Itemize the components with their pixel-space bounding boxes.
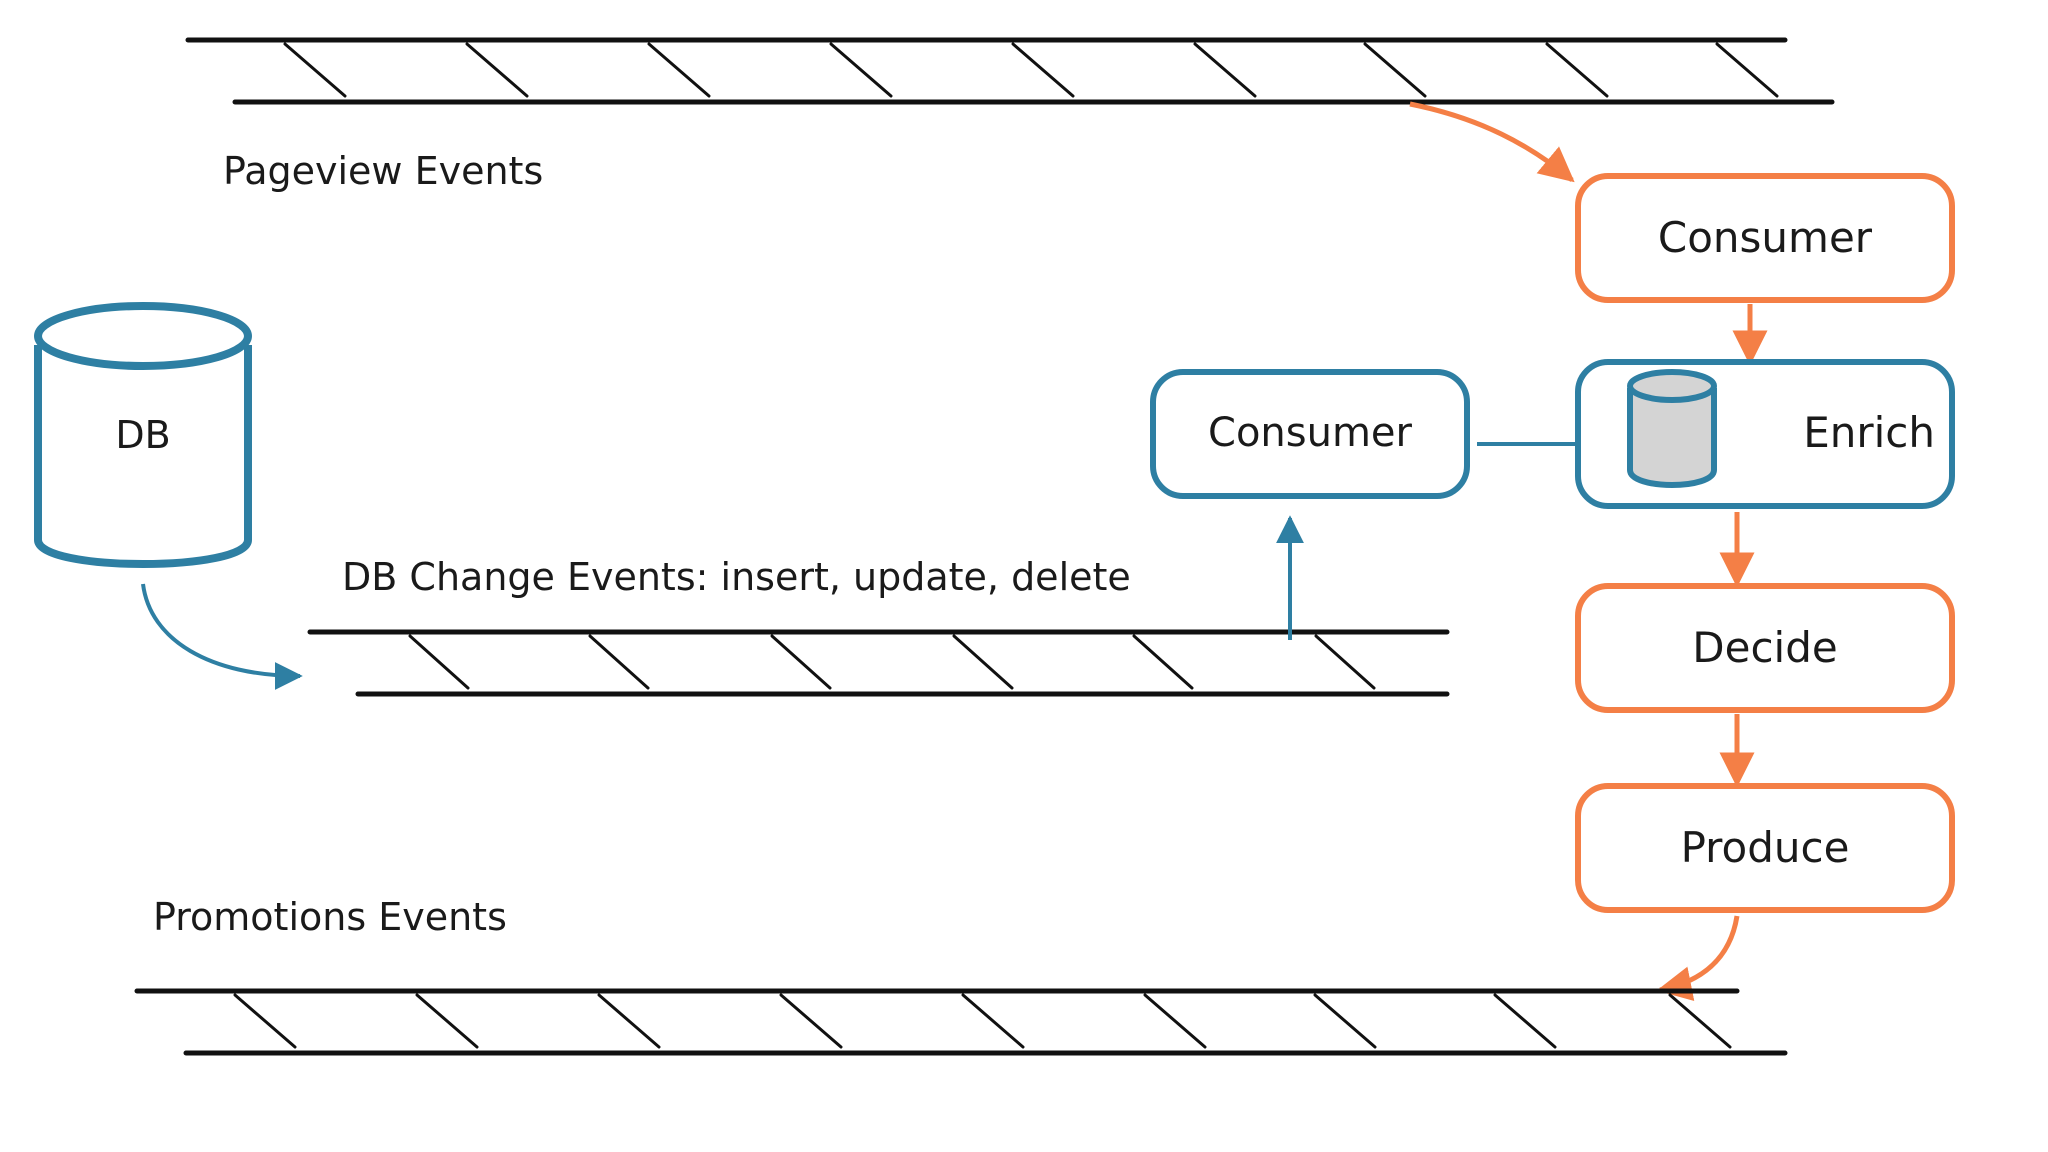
database-label: DB — [115, 413, 170, 457]
pipeline-consumer-label: Consumer — [1658, 213, 1873, 262]
db-change-stream-hatching — [408, 634, 1376, 690]
enrich-cache-db-icon — [1627, 369, 1717, 488]
db-change-events-stream — [307, 629, 1450, 697]
change-consumer-box — [1150, 369, 1470, 499]
pipeline-consumer-box — [1575, 173, 1955, 303]
db-change-events-label: DB Change Events: insert, update, delete — [342, 555, 1131, 599]
produce-box — [1575, 783, 1955, 913]
produce-label: Produce — [1681, 823, 1850, 872]
pageview-stream-hatching — [283, 42, 1779, 98]
change-consumer-label: Consumer — [1208, 410, 1413, 456]
pageview-events-label: Pageview Events — [223, 149, 543, 193]
enrich-label: Enrich — [1803, 408, 1935, 457]
produce-to-promotions-arrow — [1656, 915, 1740, 1001]
db-to-change-stream-arrow — [141, 583, 303, 690]
promotions-stream-hatching — [233, 993, 1732, 1049]
decide-label: Decide — [1692, 623, 1837, 672]
database-cylinder — [34, 302, 252, 568]
pageview-to-consumer-arrow — [1409, 101, 1575, 183]
promotions-events-stream — [134, 988, 1788, 1056]
promotions-events-label: Promotions Events — [153, 895, 507, 939]
pageview-events-stream — [185, 37, 1835, 105]
decide-box — [1575, 583, 1955, 713]
